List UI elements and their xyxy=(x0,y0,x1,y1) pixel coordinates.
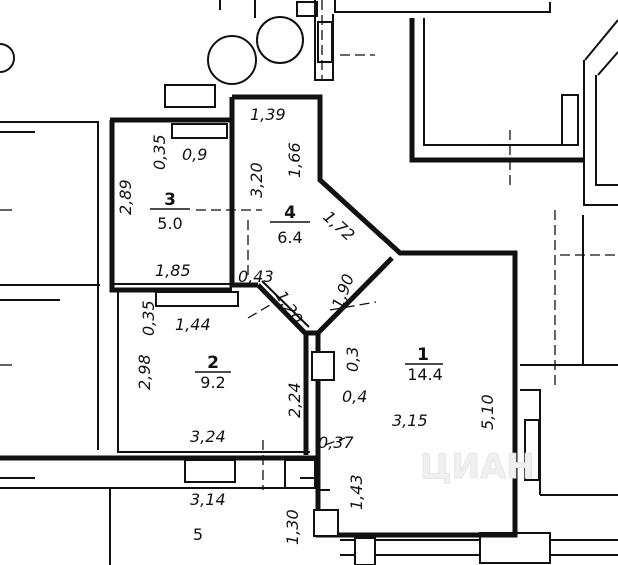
dim-0-35-top: 0,35 xyxy=(150,134,169,170)
dim-5-10: 5,10 xyxy=(478,394,497,430)
dim-1-43: 1,43 xyxy=(347,474,366,510)
dim-3-15: 3,15 xyxy=(392,411,428,430)
dim-3-24: 3,24 xyxy=(190,427,226,446)
room-3-number: 3 xyxy=(164,190,176,210)
room-1-number: 1 xyxy=(417,345,429,365)
dim-0-43: 0,43 xyxy=(238,267,274,286)
room-4-area: 6.4 xyxy=(277,228,302,247)
dim-3-20: 3,20 xyxy=(247,162,266,198)
dim-1-30: 1,30 xyxy=(283,509,302,545)
dimension-labels: 1,39 1,66 3,20 1,72 0,35 0,9 2,89 1,85 0… xyxy=(116,105,497,545)
watermark: ЦИАН xyxy=(420,447,535,487)
dim-3-14: 3,14 xyxy=(190,490,226,509)
room-labels: 1 14.4 2 9.2 3 5.0 4 6.4 5 xyxy=(150,190,443,544)
dim-0-37: 0,37 xyxy=(318,433,354,452)
room-2-number: 2 xyxy=(207,353,219,373)
room-3-area: 5.0 xyxy=(157,214,182,233)
dim-2-24: 2,24 xyxy=(285,382,304,418)
dim-1-44: 1,44 xyxy=(175,315,211,334)
dim-1-39: 1,39 xyxy=(250,105,286,124)
dim-2-98: 2,98 xyxy=(135,354,154,390)
room-4-number: 4 xyxy=(284,203,296,223)
room-5-number: 5 xyxy=(193,525,203,544)
dim-0-3: 0,3 xyxy=(343,347,362,372)
room-2-area: 9.2 xyxy=(200,373,225,392)
dim-0-4: 0,4 xyxy=(342,387,367,406)
apartment-walls xyxy=(109,94,518,538)
dim-0-35-mid: 0,35 xyxy=(139,300,158,336)
dim-1-66: 1,66 xyxy=(285,142,304,178)
dim-2-89: 2,89 xyxy=(116,179,135,215)
room-1-area: 14.4 xyxy=(407,365,443,384)
dim-0-9: 0,9 xyxy=(182,145,207,164)
dim-1-85: 1,85 xyxy=(155,261,191,280)
